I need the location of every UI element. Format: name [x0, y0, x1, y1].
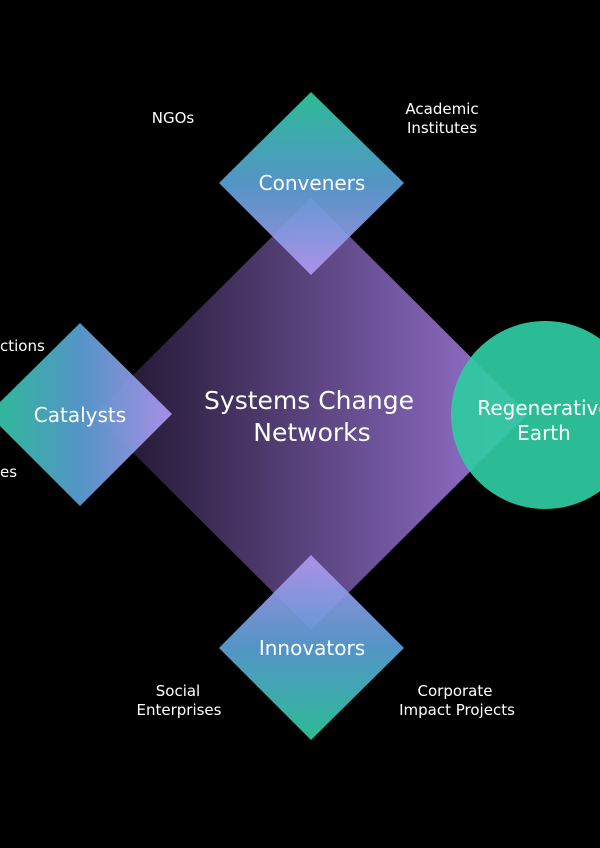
- social-label-line1: Social: [156, 682, 200, 700]
- center-label-line2: Networks: [253, 418, 370, 447]
- academic-label-line1: Academic: [405, 100, 478, 118]
- conveners-diamond: [219, 92, 404, 275]
- left-top-fragment-label: ctions: [0, 337, 45, 355]
- social-label-line2: Enterprises: [137, 701, 222, 719]
- outcome-label-line2: Earth: [517, 421, 571, 445]
- left-bottom-fragment-label: es: [0, 463, 17, 481]
- academic-label-line2: Institutes: [407, 119, 477, 137]
- ngos-label: NGOs: [152, 109, 195, 127]
- outcome-label-line1: Regenerative: [477, 396, 600, 420]
- center-label-line1: Systems Change: [204, 386, 414, 415]
- conveners-label: Conveners: [259, 171, 366, 195]
- corporate-label-line1: Corporate: [418, 682, 493, 700]
- catalysts-diamond: [0, 323, 172, 506]
- innovators-label: Innovators: [259, 636, 365, 660]
- innovators-diamond: [219, 555, 404, 740]
- corporate-label-line2: Impact Projects: [399, 701, 515, 719]
- regenerative-earth-circle: [451, 321, 600, 509]
- catalysts-label: Catalysts: [34, 403, 126, 427]
- systems-change-diamond: [94, 198, 528, 630]
